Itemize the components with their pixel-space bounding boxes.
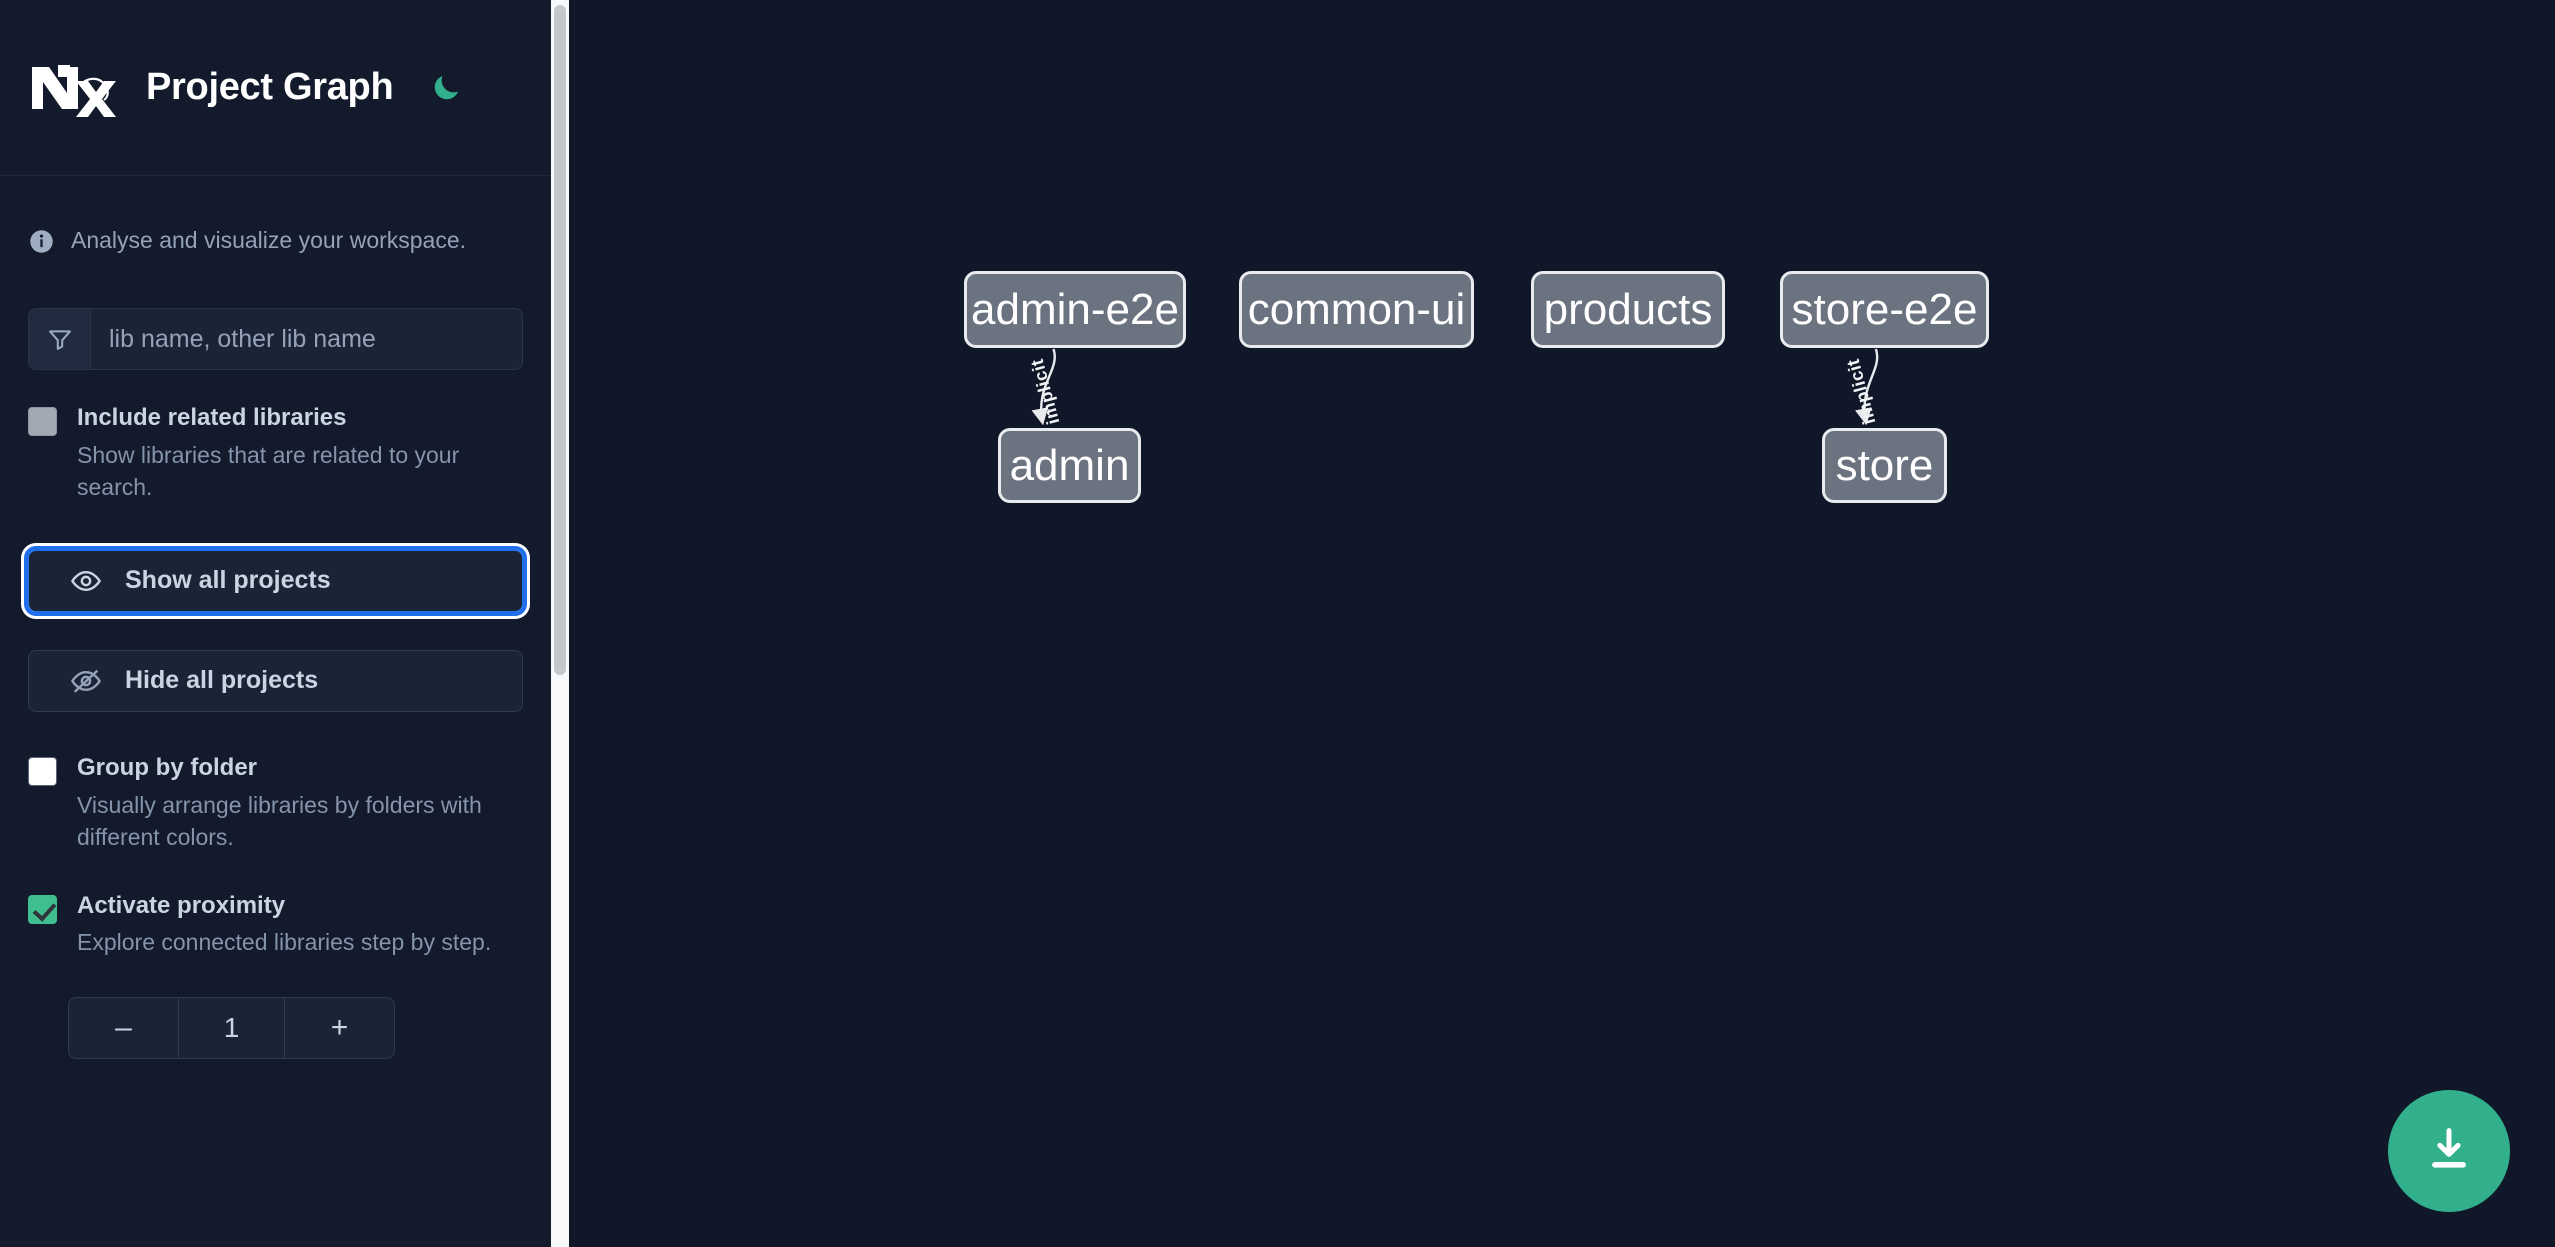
- eye-icon: [69, 564, 103, 598]
- graph-node-label: products: [1543, 284, 1713, 334]
- eye-off-icon: [69, 664, 103, 698]
- graph-node-label: admin-e2e: [971, 284, 1179, 334]
- graph-node-store-e2e[interactable]: store-e2e: [1780, 271, 1989, 348]
- download-icon: [2423, 1123, 2475, 1180]
- proximity-increment-button[interactable]: +: [330, 1011, 349, 1045]
- proximity-depth-stepper[interactable]: – 1 +: [68, 997, 395, 1060]
- include-related-libraries-description: Show libraries that are related to your …: [77, 441, 460, 501]
- activate-proximity-checkbox[interactable]: [28, 894, 57, 924]
- page-title: Project Graph: [146, 66, 394, 108]
- sidebar-scrollbar-thumb[interactable]: [554, 5, 566, 675]
- graph-node-store[interactable]: store: [1822, 428, 1947, 503]
- graph-node-common-ui[interactable]: common-ui: [1239, 271, 1474, 348]
- graph-node-admin-e2e[interactable]: admin-e2e: [964, 271, 1186, 348]
- info-text: Analyse and visualize your workspace.: [71, 227, 467, 254]
- include-related-libraries-checkbox[interactable]: [28, 407, 57, 436]
- group-by-folder-description: Visually arrange libraries by folders wi…: [77, 791, 482, 851]
- activate-proximity-description: Explore connected libraries step by step…: [77, 929, 492, 956]
- graph-node-label: common-ui: [1247, 284, 1466, 334]
- project-graph-canvas[interactable]: admin-e2e admin common-ui products store…: [551, 0, 2555, 1247]
- proximity-value: 1: [178, 998, 285, 1059]
- hide-all-projects-label: Hide all projects: [125, 666, 319, 695]
- activate-proximity-label[interactable]: Activate proximity: [77, 891, 286, 919]
- graph-edges: [1031, 348, 1879, 426]
- graph-node-label: admin: [1009, 440, 1130, 490]
- sidebar: Project Graph Analyse and visualize your…: [0, 0, 551, 1247]
- info-banner: Analyse and visualize your workspace.: [0, 176, 551, 272]
- proximity-decrement-button[interactable]: –: [115, 1011, 132, 1045]
- download-graph-button[interactable]: [2388, 1090, 2510, 1212]
- graph-node-products[interactable]: products: [1531, 271, 1725, 348]
- option-body: Include related libraries Show libraries…: [77, 404, 507, 504]
- search-field-wrapper[interactable]: [28, 308, 523, 370]
- option-body: Activate proximity Explore connected lib…: [77, 892, 507, 959]
- filter-funnel-icon: [29, 309, 91, 369]
- search-input[interactable]: [91, 309, 522, 369]
- graph-node-label: store: [1835, 440, 1934, 490]
- graph-node-admin[interactable]: admin: [998, 428, 1141, 503]
- sidebar-scrollbar[interactable]: [551, 0, 569, 1247]
- sidebar-controls: Include related libraries Show libraries…: [0, 308, 551, 1060]
- info-circle-icon: [28, 228, 55, 255]
- group-by-folder-label[interactable]: Group by folder: [77, 753, 257, 781]
- hide-all-projects-button[interactable]: Hide all projects: [28, 649, 523, 712]
- include-related-libraries-label[interactable]: Include related libraries: [77, 404, 347, 431]
- show-all-projects-button[interactable]: Show all projects: [24, 545, 527, 616]
- sidebar-header: Project Graph: [0, 0, 551, 176]
- option-group-by-folder[interactable]: Group by folder Visually arrange librari…: [28, 754, 523, 854]
- nx-logo-icon: [28, 57, 124, 119]
- project-visibility-buttons: Show all projects Hide all projects: [24, 545, 527, 712]
- show-all-projects-label: Show all projects: [125, 566, 331, 595]
- moon-icon[interactable]: [425, 67, 467, 109]
- option-body: Group by folder Visually arrange librari…: [77, 754, 507, 854]
- graph-node-label: store-e2e: [1791, 284, 1978, 334]
- option-include-related-libraries[interactable]: Include related libraries Show libraries…: [28, 404, 523, 504]
- group-by-folder-checkbox[interactable]: [28, 756, 57, 786]
- edge-store-e2e-store: [1854, 348, 1879, 426]
- option-activate-proximity[interactable]: Activate proximity Explore connected lib…: [28, 892, 523, 959]
- edge-admin-e2e-admin: [1031, 348, 1056, 426]
